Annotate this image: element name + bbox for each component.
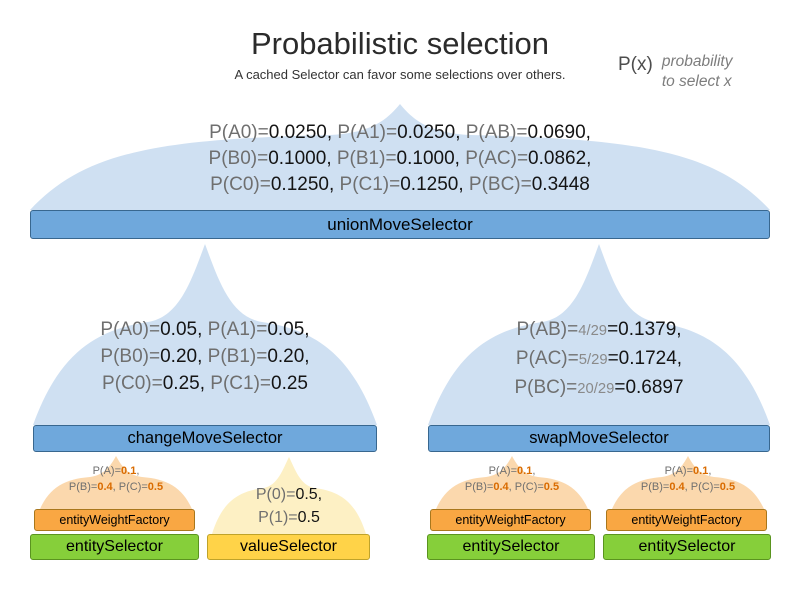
value-selector-bar: valueSelector: [207, 534, 370, 560]
entity-weight-factory-bar-1: entityWeightFactory: [34, 509, 195, 531]
union-probabilities-text: P(A0)=0.0250, P(A1)=0.0250, P(AB)=0.0690…: [208, 122, 592, 195]
entity-weight-dome-2: P(A)=0.1,P(B)=0.4, P(C)=0.5: [436, 456, 588, 509]
entity-selector-bar-3: entitySelector: [603, 534, 771, 560]
change-move-selector-bar: changeMoveSelector: [33, 425, 377, 452]
entity-weight-factory-bar-3: entityWeightFactory: [606, 509, 767, 531]
entity-weight-dome-1: P(A)=0.1,P(B)=0.4, P(C)=0.5: [40, 456, 192, 509]
entity-weight-dome-3: P(A)=0.1,P(B)=0.4, P(C)=0.5: [612, 456, 764, 509]
dome-shape: [40, 456, 192, 509]
swap-move-selector-bar: swapMoveSelector: [428, 425, 770, 452]
dome-shape: [33, 244, 377, 425]
entity-selector-bar-2: entitySelector: [427, 534, 595, 560]
entity-weight-probabilities-1: P(A)=0.1,P(B)=0.4, P(C)=0.5: [68, 465, 164, 493]
entity-weight-factory-bar-2: entityWeightFactory: [430, 509, 591, 531]
dome-shape: [436, 456, 588, 509]
change-probability-dome: P(A0)=0.05, P(A1)=0.05,P(B0)=0.20, P(B1)…: [33, 244, 377, 425]
dome-shape: [428, 244, 770, 425]
union-probability-dome: P(A0)=0.0250, P(A1)=0.0250, P(AB)=0.0690…: [30, 104, 770, 210]
value-probabilities-text: P(0)=0.5,P(1)=0.5: [255, 486, 323, 526]
change-probabilities-text: P(A0)=0.05, P(A1)=0.05,P(B0)=0.20, P(B1)…: [100, 319, 310, 394]
swap-probabilities-text: P(AB)=4/29=0.1379,P(AC)=5/29=0.1724,P(BC…: [514, 319, 684, 398]
page-title: Probabilistic selection: [250, 26, 550, 61]
entity-weight-probabilities-3: P(A)=0.1,P(B)=0.4, P(C)=0.5: [640, 465, 736, 493]
value-probability-dome: P(0)=0.5,P(1)=0.5: [212, 457, 366, 534]
entity-weight-probabilities-2: P(A)=0.1,P(B)=0.4, P(C)=0.5: [464, 465, 560, 493]
dome-shape: [212, 457, 366, 534]
entity-selector-bar-1: entitySelector: [30, 534, 199, 560]
dome-shape: [612, 456, 764, 509]
page-subtitle: A cached Selector can favor some selecti…: [234, 67, 566, 82]
dome-shape: [30, 104, 770, 210]
union-move-selector-bar: unionMoveSelector: [30, 210, 770, 239]
legend-symbol: P(x): [618, 54, 653, 75]
swap-probability-dome: P(AB)=4/29=0.1379,P(AC)=5/29=0.1724,P(BC…: [428, 244, 770, 425]
